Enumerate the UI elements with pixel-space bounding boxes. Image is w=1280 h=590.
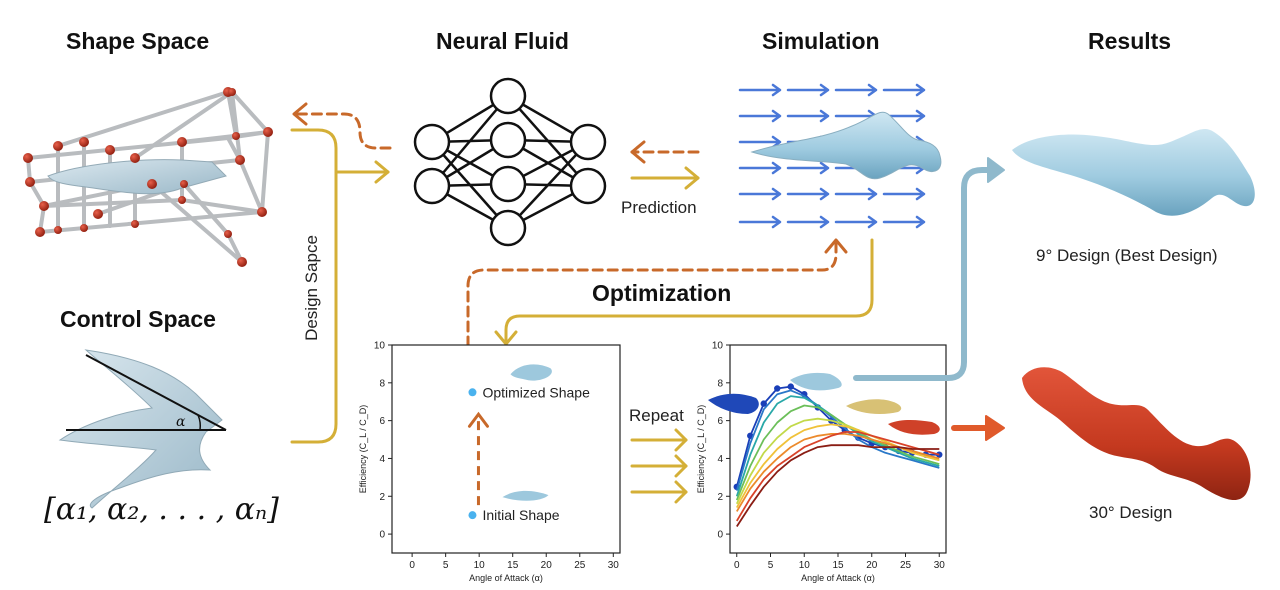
curve-shape-gold (846, 399, 902, 414)
x-tick-label: 10 (474, 560, 486, 571)
y-tick-label: 8 (717, 378, 723, 389)
design-30-shape (1022, 367, 1251, 501)
y-tick-label: 4 (717, 454, 723, 465)
best-design-label: 9° Design (Best Design) (1036, 246, 1218, 265)
design-space-bracket (290, 128, 390, 444)
control-parameters-formula: [α₁, α₂, . . . , αₙ] (44, 492, 279, 527)
y-tick-label: 6 (717, 416, 723, 427)
design-30-label: 30° Design (1089, 503, 1173, 522)
flow-arrow (882, 215, 926, 229)
y-tick-label: 0 (379, 530, 385, 541)
data-point (468, 388, 477, 397)
feedback-arrow-shape (292, 102, 392, 150)
curve-shape-blue (708, 393, 759, 414)
lattice-nodes (23, 87, 273, 267)
optimization-label: Optimization (592, 280, 732, 306)
flow-arrow (786, 161, 830, 175)
y-tick-label: 6 (379, 416, 385, 427)
flow-arrow (882, 83, 926, 97)
flow-arrow (738, 83, 782, 97)
y-tick-label: 10 (374, 341, 386, 352)
header-simulation: Simulation (762, 28, 880, 54)
y-tick-label: 2 (717, 492, 723, 503)
curve-shape-red (888, 420, 940, 435)
x-tick-label: 0 (734, 560, 740, 571)
series-line (736, 444, 940, 527)
prediction-label: Prediction (621, 198, 697, 217)
angle-line-upper (85, 354, 227, 431)
repeat-label: Repeat (629, 406, 684, 425)
curve-shape-light-blue (790, 372, 842, 391)
control-space-wing: α (58, 349, 227, 509)
series-line (736, 431, 940, 522)
x-axis-label: Angle of Attack (α) (469, 573, 543, 583)
point-label: Initial Shape (482, 507, 559, 523)
header-neural-fluid: Neural Fluid (436, 28, 569, 54)
y-tick-label: 10 (712, 341, 724, 352)
x-tick-label: 20 (866, 560, 878, 571)
best-design-shape (1012, 129, 1255, 216)
flow-arrow (834, 215, 878, 229)
optimized-shape-thumb (510, 364, 552, 381)
lattice-wing-shape (47, 159, 227, 195)
repeat-arrows (630, 428, 688, 504)
angle-alpha-symbol: α (176, 414, 186, 430)
result-arrows (853, 157, 1005, 441)
x-tick-label: 0 (409, 560, 415, 571)
x-tick-label: 30 (608, 560, 620, 571)
header-control-space: Control Space (60, 306, 216, 332)
shape-space-lattice (23, 87, 273, 267)
flow-arrow (786, 109, 830, 123)
x-tick-label: 20 (541, 560, 553, 571)
point-label: Optimized Shape (482, 384, 590, 400)
flow-arrow (738, 109, 782, 123)
flow-arrow (786, 215, 830, 229)
x-tick-label: 5 (768, 560, 774, 571)
x-tick-label: 15 (832, 560, 844, 571)
improvement-arrowhead (467, 411, 489, 428)
prediction-arrows (630, 140, 700, 190)
x-tick-label: 30 (934, 560, 946, 571)
nn-nodes (413, 77, 607, 247)
plot-frame (391, 344, 621, 554)
y-axis-label: Efficiency (C_L / C_D) (696, 405, 706, 494)
flow-arrow (738, 161, 782, 175)
header-results: Results (1088, 28, 1172, 54)
data-point (468, 511, 477, 520)
x-tick-label: 25 (900, 560, 912, 571)
angle-arc (197, 414, 202, 431)
neural-network (413, 77, 607, 247)
header-shape-space: Shape Space (66, 28, 210, 54)
x-tick-label: 5 (443, 560, 449, 571)
series-marker (760, 400, 767, 407)
simulation-wing-shape (750, 111, 942, 180)
series-line (735, 404, 940, 501)
flow-arrow (738, 187, 782, 201)
x-axis-label: Angle of Attack (α) (801, 573, 875, 583)
y-tick-label: 8 (379, 378, 385, 389)
y-tick-label: 0 (717, 530, 723, 541)
flow-arrow (786, 187, 830, 201)
x-tick-label: 25 (574, 560, 586, 571)
flow-arrow (738, 215, 782, 229)
y-axis-label: Efficiency (C_L / C_D) (358, 405, 368, 494)
nn-edges (431, 94, 589, 230)
flow-arrow (738, 135, 782, 149)
x-tick-label: 15 (507, 560, 519, 571)
series-line (736, 423, 940, 509)
y-tick-label: 2 (379, 492, 385, 503)
x-tick-label: 10 (799, 560, 811, 571)
flow-arrow (834, 83, 878, 97)
initial-shape-thumb (502, 490, 549, 501)
y-tick-label: 4 (379, 454, 385, 465)
optimization-loop (466, 238, 874, 348)
flow-arrow (786, 83, 830, 97)
series-marker (774, 385, 781, 392)
flow-arrow (882, 187, 926, 201)
series-marker (787, 383, 794, 390)
flow-arrow (834, 187, 878, 201)
